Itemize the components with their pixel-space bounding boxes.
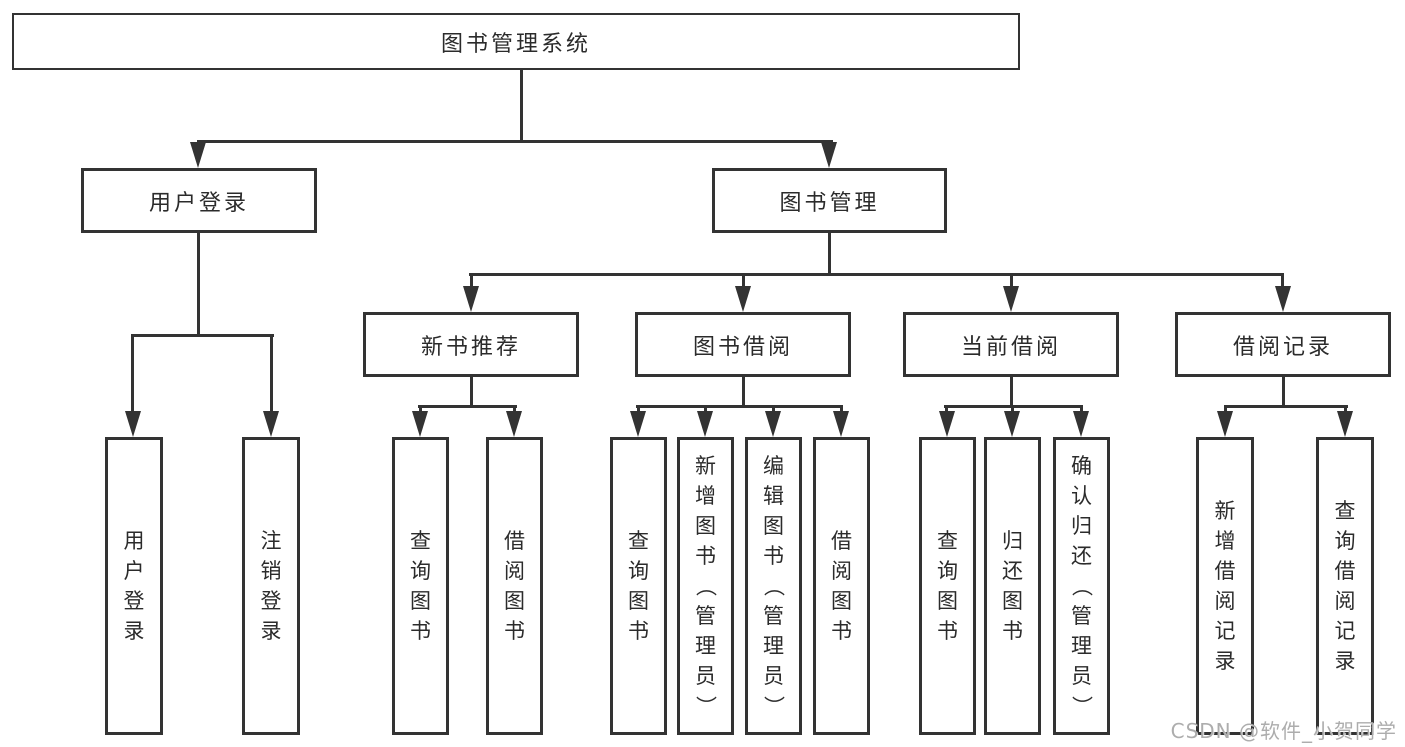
leaf-query-books-recommend-label: 查询图书 — [410, 529, 431, 643]
leaf-add-borrow-record: 新增借阅记录 — [1196, 437, 1254, 735]
leaf-borrow-books-recommend: 借阅图书 — [486, 437, 543, 735]
node-user-login-label: 用户登录 — [148, 190, 249, 216]
node-root: 图书管理系统 — [12, 13, 1020, 70]
leaf-add-books-admin-label: 新增图书（管理员） — [693, 454, 718, 717]
leaf-query-borrow-record: 查询借阅记录 — [1316, 437, 1374, 735]
arrow-down — [412, 411, 428, 437]
arrow-down — [506, 411, 522, 437]
connector-line — [840, 405, 843, 415]
leaf-user-login-label: 用户登录 — [123, 529, 145, 643]
connector-line — [131, 334, 274, 337]
connector-line — [1010, 377, 1013, 407]
connector-line — [513, 405, 516, 415]
leaf-borrow-books-recommend-label: 借阅图书 — [504, 529, 525, 643]
leaf-query-books-borrow: 查询图书 — [610, 437, 667, 735]
connector-line — [470, 273, 473, 289]
connector-line — [131, 334, 134, 414]
arrow-down — [1073, 411, 1089, 437]
arrow-down — [190, 142, 206, 168]
node-borrow-record: 借阅记录 — [1175, 312, 1391, 377]
node-user-login: 用户登录 — [81, 168, 317, 233]
connector-line — [742, 377, 745, 407]
leaf-query-books-current: 查询图书 — [919, 437, 976, 735]
leaf-logout-login: 注销登录 — [242, 437, 300, 735]
connector-line — [197, 233, 200, 336]
connector-line — [945, 405, 948, 415]
node-new-book-recommend: 新书推荐 — [363, 312, 579, 377]
node-borrow-record-label: 借阅记录 — [1232, 334, 1333, 360]
connector-line — [469, 273, 1284, 276]
connector-line — [418, 405, 517, 408]
connector-line — [742, 273, 745, 289]
connector-line — [1080, 405, 1083, 415]
arrow-down — [463, 286, 479, 312]
connector-line — [520, 70, 523, 142]
arrow-down — [1275, 286, 1291, 312]
connector-line — [1224, 405, 1227, 415]
leaf-query-books-borrow-label: 查询图书 — [628, 529, 649, 643]
leaf-confirm-return-admin: 确认归还（管理员） — [1053, 437, 1110, 735]
leaf-borrow-books-label: 借阅图书 — [831, 529, 852, 643]
leaf-return-books: 归还图书 — [984, 437, 1041, 735]
connector-line — [270, 334, 273, 414]
node-current-borrow: 当前借阅 — [903, 312, 1119, 377]
leaf-logout-login-label: 注销登录 — [260, 529, 282, 643]
leaf-add-borrow-record-label: 新增借阅记录 — [1214, 499, 1236, 673]
connector-line — [704, 405, 707, 415]
arrow-down — [263, 411, 279, 437]
connector-line — [1344, 405, 1347, 415]
node-root-label: 图书管理系统 — [440, 31, 591, 57]
leaf-query-books-current-label: 查询图书 — [937, 529, 958, 643]
connector-line — [1010, 273, 1013, 289]
connector-line — [197, 140, 833, 143]
connector-line — [1011, 405, 1014, 415]
node-current-borrow-label: 当前借阅 — [960, 334, 1061, 360]
connector-line — [1224, 405, 1348, 408]
node-new-book-recommend-label: 新书推荐 — [420, 334, 521, 360]
leaf-edit-books-admin: 编辑图书（管理员） — [745, 437, 802, 735]
arrow-down — [125, 411, 141, 437]
leaf-query-borrow-record-label: 查询借阅记录 — [1334, 499, 1356, 673]
connector-line — [637, 405, 640, 415]
connector-line — [828, 233, 831, 275]
node-book-borrow: 图书借阅 — [635, 312, 851, 377]
arrow-down — [765, 411, 781, 437]
leaf-query-books-recommend: 查询图书 — [392, 437, 449, 735]
leaf-edit-books-admin-label: 编辑图书（管理员） — [761, 454, 786, 717]
leaf-return-books-label: 归还图书 — [1002, 529, 1023, 643]
leaf-confirm-return-admin-label: 确认归还（管理员） — [1069, 454, 1094, 717]
connector-line — [470, 377, 473, 407]
node-book-borrow-label: 图书借阅 — [692, 334, 793, 360]
arrow-down — [735, 286, 751, 312]
watermark-text: CSDN @软件_小贺同学 — [1170, 719, 1397, 743]
connector-line — [636, 405, 843, 408]
leaf-add-books-admin: 新增图书（管理员） — [677, 437, 734, 735]
node-book-management: 图书管理 — [712, 168, 947, 233]
arrow-down — [697, 411, 713, 437]
arrow-down — [821, 142, 837, 168]
arrow-down — [939, 411, 955, 437]
connector-line — [1282, 377, 1285, 407]
arrow-down — [630, 411, 646, 437]
arrow-down — [1217, 411, 1233, 437]
connector-line — [419, 405, 422, 415]
leaf-user-login: 用户登录 — [105, 437, 163, 735]
arrow-down — [1004, 411, 1020, 437]
connector-line — [1281, 273, 1284, 289]
connector-line — [772, 405, 775, 415]
leaf-borrow-books: 借阅图书 — [813, 437, 870, 735]
arrow-down — [833, 411, 849, 437]
arrow-down — [1337, 411, 1353, 437]
node-book-management-label: 图书管理 — [779, 190, 880, 216]
arrow-down — [1003, 286, 1019, 312]
